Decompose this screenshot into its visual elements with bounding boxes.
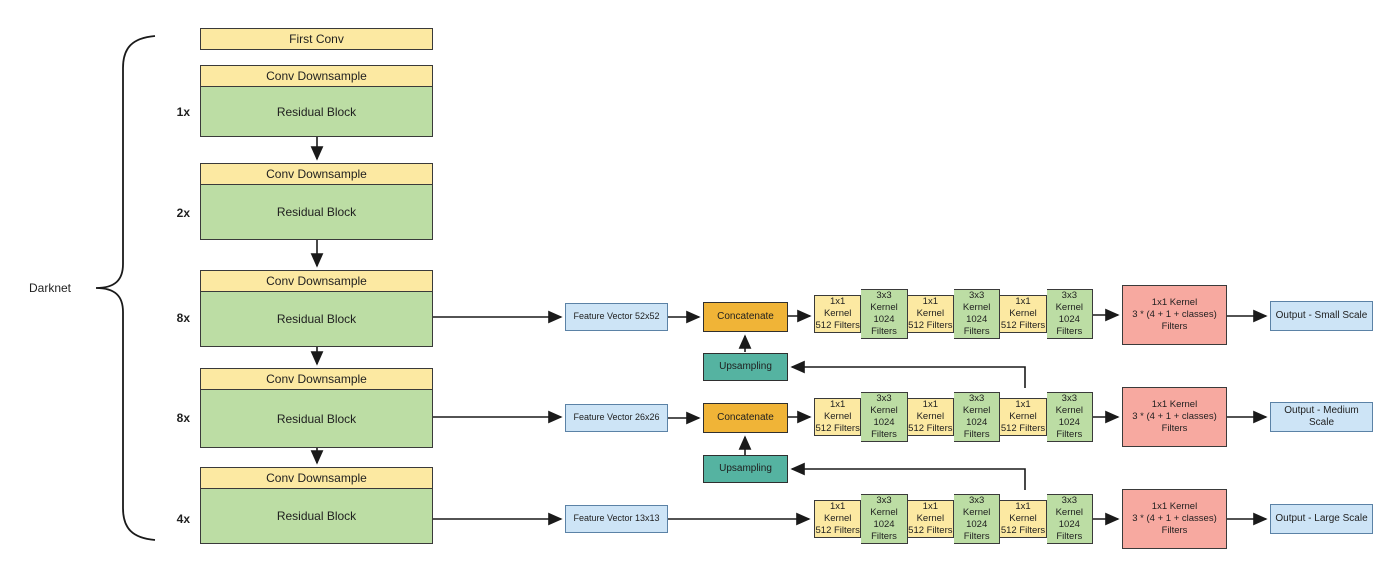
detection-head-medium: 1x1 Kernel 3 * (4 + 1 + classes) Filters: [1122, 387, 1227, 447]
concatenate-box-1: Concatenate: [703, 302, 788, 332]
multiplier-label: 4x: [176, 512, 190, 526]
output-large-scale-box: Output - Large Scale: [1270, 504, 1373, 534]
residual-block-box: Residual Block: [200, 87, 433, 137]
darknet-label: Darknet: [28, 281, 72, 295]
backbone-block-5: Conv Downsample Residual Block: [200, 467, 433, 544]
detection-head-large: 1x1 Kernel 3 * (4 + 1 + classes) Filters: [1122, 489, 1227, 549]
backbone-block-3: Conv Downsample Residual Block: [200, 270, 433, 347]
first-conv-box: First Conv: [200, 28, 433, 50]
output-small-scale-box: Output - Small Scale: [1270, 301, 1373, 331]
feature-vector-13-box: Feature Vector 13x13: [565, 505, 668, 533]
backbone-block-4: Conv Downsample Residual Block: [200, 368, 433, 448]
concatenate-box-2: Concatenate: [703, 403, 788, 433]
residual-block-box: Residual Block: [200, 390, 433, 448]
conv-downsample-box: Conv Downsample: [200, 368, 433, 390]
residual-block-box: Residual Block: [200, 185, 433, 240]
upsampling-box-1: Upsampling: [703, 353, 788, 381]
output-medium-scale-box: Output - Medium Scale: [1270, 402, 1373, 432]
backbone-block-1: Conv Downsample Residual Block: [200, 65, 433, 137]
feature-vector-52-box: Feature Vector 52x52: [565, 303, 668, 331]
multiplier-label: 1x: [176, 105, 190, 119]
residual-block-box: Residual Block: [200, 292, 433, 347]
backbone-block-2: Conv Downsample Residual Block: [200, 163, 433, 240]
residual-block-box: Residual Block: [200, 489, 433, 544]
conv-downsample-box: Conv Downsample: [200, 163, 433, 185]
multiplier-label: 8x: [176, 411, 190, 425]
multiplier-label: 2x: [176, 206, 190, 220]
conv-downsample-box: Conv Downsample: [200, 270, 433, 292]
multiplier-label: 8x: [176, 311, 190, 325]
feature-vector-26-box: Feature Vector 26x26: [565, 404, 668, 432]
conv-downsample-box: Conv Downsample: [200, 65, 433, 87]
conv-downsample-box: Conv Downsample: [200, 467, 433, 489]
detection-head-small: 1x1 Kernel 3 * (4 + 1 + classes) Filters: [1122, 285, 1227, 345]
upsampling-box-2: Upsampling: [703, 455, 788, 483]
darknet-brace: [95, 35, 156, 541]
